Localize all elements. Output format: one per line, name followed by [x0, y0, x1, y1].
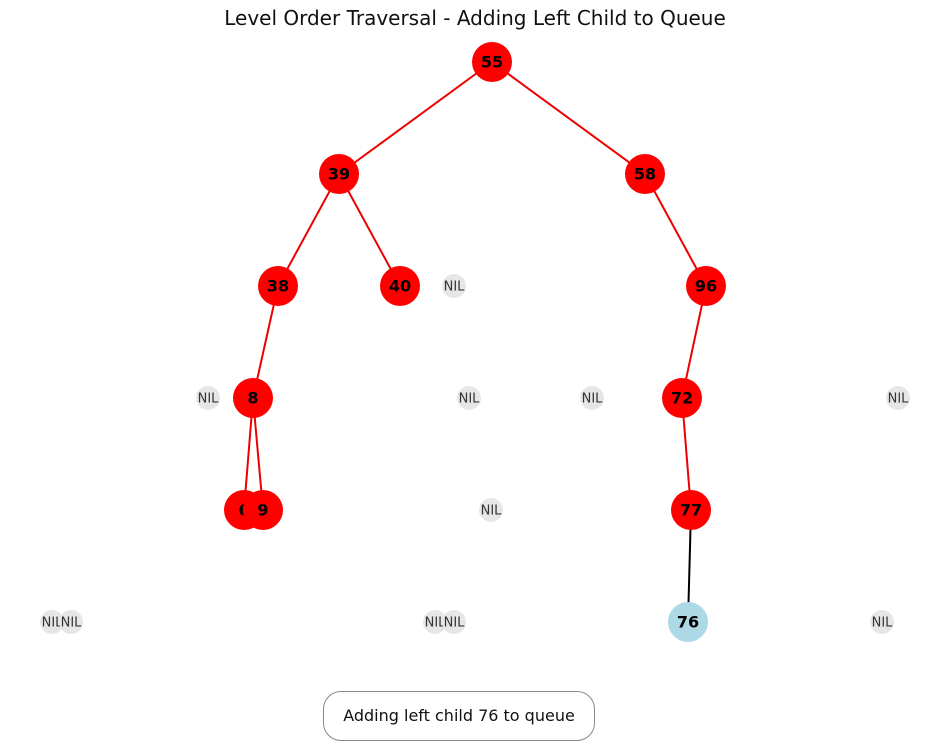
edge-55-58	[491, 61, 646, 175]
nil-node: NIL	[196, 386, 220, 410]
node-label: 72	[671, 389, 693, 408]
nil-label: NIL	[198, 392, 220, 407]
tree-node-55: 55	[472, 42, 512, 82]
nil-label: NIL	[42, 616, 64, 631]
node-circle	[319, 154, 359, 194]
tree-node-96: 96	[686, 266, 726, 306]
tree-node-76: 76	[668, 602, 708, 642]
nil-node: NIL	[59, 610, 83, 634]
nil-circle	[479, 498, 503, 522]
nil-circle	[457, 386, 481, 410]
nil-circle	[886, 386, 910, 410]
nil-circle	[196, 386, 220, 410]
tree-node-72: 72	[662, 378, 702, 418]
edge-39-38	[277, 173, 340, 287]
nil-label: NIL	[872, 616, 894, 631]
nil-node: NIL	[423, 610, 447, 634]
status-caption: Adding left child 76 to queue	[323, 691, 595, 741]
nil-label: NIL	[444, 616, 466, 631]
edge-58-96	[644, 173, 707, 287]
nil-circle	[442, 274, 466, 298]
nil-label: NIL	[425, 616, 447, 631]
node-label: 39	[328, 165, 350, 184]
node-circle	[662, 378, 702, 418]
node-circle	[243, 490, 283, 530]
edge-layer	[243, 61, 707, 623]
node-label: 9	[257, 501, 268, 520]
nil-circle	[59, 610, 83, 634]
node-circle	[380, 266, 420, 306]
nil-node: NIL	[479, 498, 503, 522]
nil-label: NIL	[888, 392, 910, 407]
node-label: 96	[695, 277, 717, 296]
tree-node-8: 8	[233, 378, 273, 418]
nil-circle	[442, 610, 466, 634]
node-label: 38	[267, 277, 289, 296]
nil-label: NIL	[582, 392, 604, 407]
nil-label: NIL	[459, 392, 481, 407]
node-layer: 553958384096872697776	[224, 42, 726, 642]
diagram-title: Level Order Traversal - Adding Left Chil…	[224, 6, 726, 30]
edge-55-39	[338, 61, 493, 175]
nil-node: NIL	[870, 610, 894, 634]
nil-node: NIL	[442, 610, 466, 634]
node-circle	[625, 154, 665, 194]
nil-label: NIL	[61, 616, 83, 631]
tree-node-9: 9	[243, 490, 283, 530]
node-circle	[668, 602, 708, 642]
nil-node: NIL	[580, 386, 604, 410]
nil-label: NIL	[444, 280, 466, 295]
tree-node-40: 40	[380, 266, 420, 306]
node-label: 55	[481, 53, 503, 72]
nil-node: NIL	[40, 610, 64, 634]
nil-circle	[580, 386, 604, 410]
node-circle	[472, 42, 512, 82]
node-circle	[233, 378, 273, 418]
tree-node-38: 38	[258, 266, 298, 306]
nil-label: NIL	[481, 504, 503, 519]
tree-node-77: 77	[671, 490, 711, 530]
nil-circle	[40, 610, 64, 634]
node-circle	[258, 266, 298, 306]
nil-circle	[423, 610, 447, 634]
nil-node: NIL	[442, 274, 466, 298]
node-label: 77	[680, 501, 702, 520]
node-circle	[686, 266, 726, 306]
node-label: 8	[247, 389, 258, 408]
node-label: 76	[677, 613, 699, 632]
node-label: 40	[389, 277, 411, 296]
edge-39-40	[338, 173, 401, 287]
node-circle	[671, 490, 711, 530]
tree-node-39: 39	[319, 154, 359, 194]
tree-node-58: 58	[625, 154, 665, 194]
node-label: 58	[634, 165, 656, 184]
nil-circle	[870, 610, 894, 634]
nil-node: NIL	[457, 386, 481, 410]
nil-node: NIL	[886, 386, 910, 410]
